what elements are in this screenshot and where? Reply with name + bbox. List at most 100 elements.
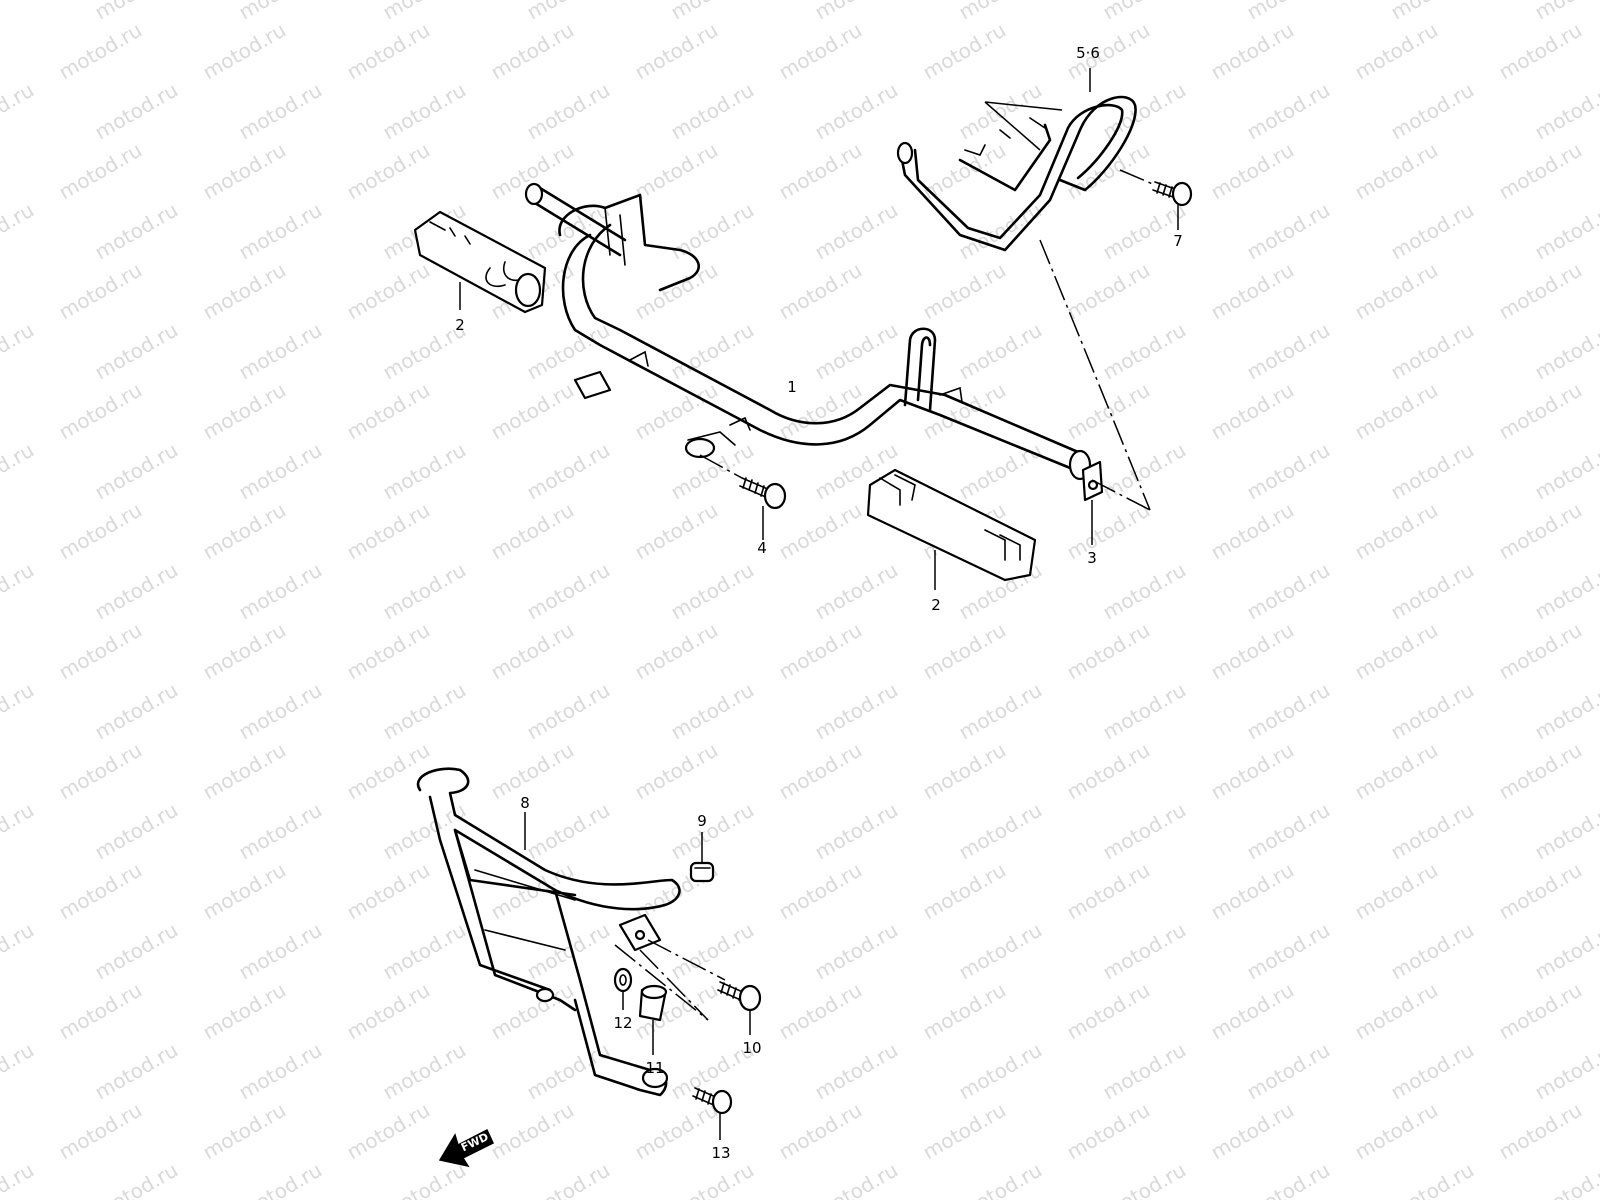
watermark-text: motod.ru [1207, 858, 1298, 925]
watermark-text: motod.ru [1387, 678, 1478, 745]
watermark-text: motod.ru [199, 618, 290, 685]
callout-labels: 1 2 2 3 4 5·6 7 8 9 10 11 12 13 [455, 44, 1183, 1162]
watermark-text: motod.ru [919, 258, 1010, 325]
watermark-text: motod.ru [667, 198, 758, 265]
watermark-text: motod.ru [1495, 378, 1586, 445]
watermark-text: motod.ru [343, 858, 434, 925]
watermark-text: motod.ru [1531, 318, 1600, 385]
watermark-text: motod.ru [1063, 858, 1154, 925]
watermark-text: motod.ru [1495, 258, 1586, 325]
watermark-text: motod.ru [0, 618, 2, 685]
watermark-text: motod.ru [775, 858, 866, 925]
watermark-text: motod.ru [1243, 318, 1334, 385]
watermark-text: motod.ru [235, 0, 326, 24]
callout-12: 12 [613, 1014, 632, 1032]
watermark-text: motod.ru [379, 558, 470, 625]
watermark-text: motod.ru [0, 918, 38, 985]
watermark-text: motod.ru [199, 1098, 290, 1165]
watermark-text: motod.ru [523, 438, 614, 505]
watermark-text: motod.ru [1387, 318, 1478, 385]
watermark-text: motod.ru [811, 558, 902, 625]
watermark-text: motod.ru [1063, 498, 1154, 565]
watermark-text: motod.ru [1063, 1098, 1154, 1165]
watermark-text: motod.ru [91, 0, 182, 24]
watermark-text: motod.ru [1243, 918, 1334, 985]
watermark-text: motod.ru [1495, 978, 1586, 1045]
bolt-part-10 [717, 981, 762, 1035]
watermark-text: motod.ru [523, 678, 614, 745]
watermark-text: motod.ru [55, 858, 146, 925]
callout-7: 7 [1173, 232, 1183, 250]
watermark-text: motod.ru [0, 198, 38, 265]
watermark-text: motod.ru [811, 318, 902, 385]
watermark-text: motod.ru [1495, 498, 1586, 565]
watermark-text: motod.ru [199, 978, 290, 1045]
watermark-text: motod.ru [1495, 18, 1586, 85]
watermark-text: motod.ru [1207, 258, 1298, 325]
watermark-text: motod.ru [1243, 558, 1334, 625]
watermark-text: motod.ru [631, 1098, 722, 1165]
watermark-text: motod.ru [199, 738, 290, 805]
watermark-text: motod.ru [775, 618, 866, 685]
watermark-text: motod.ru [235, 1038, 326, 1105]
watermark-text: motod.ru [523, 78, 614, 145]
watermark-text: motod.ru [0, 978, 2, 1045]
washer-part-12 [613, 967, 633, 1010]
nut-part-9 [689, 832, 715, 883]
watermark-text: motod.ru [379, 1038, 470, 1105]
watermark-text: motod.ru [379, 0, 470, 24]
watermark-text: motod.ru [235, 318, 326, 385]
watermark-text: motod.ru [1099, 198, 1190, 265]
watermark-text: motod.ru [1495, 1098, 1586, 1165]
bolt-part-4 [699, 454, 787, 540]
watermark-text: motod.ru [91, 558, 182, 625]
watermark-text: motod.ru [1351, 978, 1442, 1045]
watermark-text: motod.ru [1531, 678, 1600, 745]
watermark-text: motod.ru [379, 78, 470, 145]
watermark-text: motod.ru [1495, 858, 1586, 925]
watermark-text: motod.ru [1207, 978, 1298, 1045]
watermark-text: motod.ru [0, 138, 2, 205]
watermark-text: motod.ru [1243, 1158, 1334, 1200]
watermark-text: motod.ru [667, 678, 758, 745]
watermark-text: motod.ru [1063, 738, 1154, 805]
callout-3: 3 [1087, 549, 1097, 567]
watermark-text: motod.ru [235, 438, 326, 505]
callout-4: 4 [757, 539, 767, 557]
watermark-text: motod.ru [1387, 798, 1478, 865]
watermark-text: motod.ru [199, 858, 290, 925]
watermark-text: motod.ru [631, 738, 722, 805]
watermark-text: motod.ru [0, 318, 38, 385]
watermark-text: motod.ru [811, 918, 902, 985]
watermark-text: motod.ru [955, 438, 1046, 505]
watermark-text: motod.ru [1531, 1038, 1600, 1105]
watermark-text: motod.ru [1387, 198, 1478, 265]
watermark-text: motod.ru [91, 798, 182, 865]
watermark-text: motod.ru [91, 1038, 182, 1105]
watermark-text: motod.ru [1063, 618, 1154, 685]
watermark-text: motod.ru [91, 78, 182, 145]
watermark-text: motod.ru [55, 498, 146, 565]
watermark-text: motod.ru [343, 258, 434, 325]
watermark-text: motod.ru [775, 1098, 866, 1165]
watermark-text: motod.ru [1351, 738, 1442, 805]
watermark-text: motod.ru [955, 198, 1046, 265]
watermark-text: motod.ru [1387, 918, 1478, 985]
watermark-text: motod.ru [199, 498, 290, 565]
watermark-text: motod.ru [631, 138, 722, 205]
watermark-text: motod.ru [1243, 78, 1334, 145]
watermark-text: motod.ru [487, 858, 578, 925]
callout-11: 11 [645, 1059, 664, 1077]
watermark-text: motod.ru [343, 378, 434, 445]
watermark-text: motod.ru [1531, 78, 1600, 145]
callout-8: 8 [520, 794, 530, 812]
watermark-text: motod.ru [523, 558, 614, 625]
watermark-text: motod.ru [55, 738, 146, 805]
watermark-text: motod.ru [631, 618, 722, 685]
watermark-text: motod.ru [1243, 0, 1334, 24]
watermark-text: motod.ru [1207, 498, 1298, 565]
watermark-text: motod.ru [0, 498, 2, 565]
watermark-text: motod.ru [55, 1098, 146, 1165]
watermark-text: motod.ru [487, 978, 578, 1045]
watermark-text: motod.ru [1099, 318, 1190, 385]
